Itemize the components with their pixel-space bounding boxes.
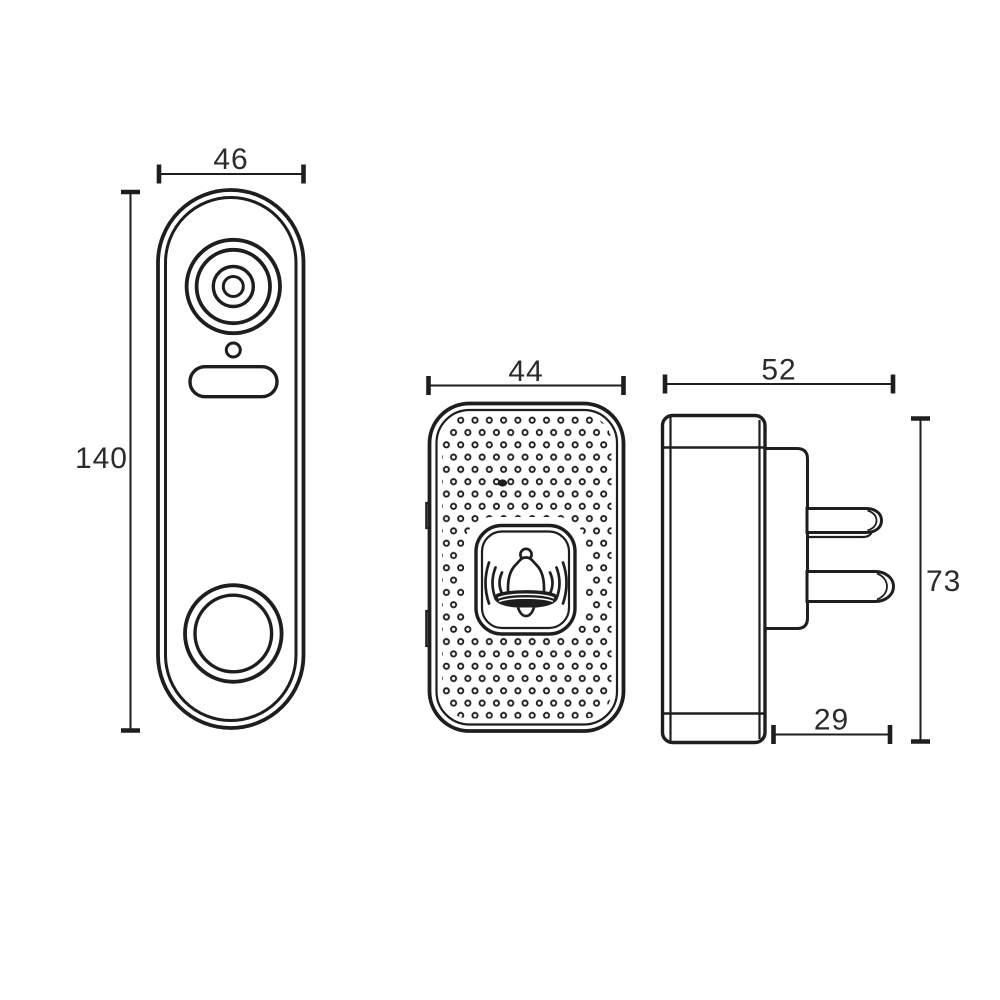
chime-side-body-outline: [660, 413, 767, 745]
dim-doorbell-height: 140: [75, 189, 140, 733]
doorbell-width-value: 46: [213, 143, 248, 176]
bell-skirt: [494, 590, 558, 608]
doorbell-button: [183, 583, 284, 684]
doorbell-indicator-dot: [224, 341, 242, 359]
plug-depth-value: 29: [814, 704, 849, 737]
doorbell-speaker-slot: [188, 365, 279, 399]
chime-bell-button-outline: [474, 523, 577, 636]
dim-chime-width: 44: [426, 355, 626, 395]
doorbell-faceplate-outline: [164, 196, 298, 722]
dim-doorbell-width: 46: [156, 143, 306, 184]
chime-led-hole: [497, 479, 508, 487]
sound-waves-right: [548, 561, 568, 605]
dim-plug-depth: 29: [771, 704, 893, 744]
doorbell-height-value: 140: [75, 442, 128, 475]
chime-faceplate-seam: [435, 408, 619, 726]
doorbell-front-view: [156, 188, 306, 730]
plug-prong-bottom: [805, 570, 896, 603]
sound-waves-left: [484, 561, 504, 605]
plug-prong-top: [805, 507, 884, 539]
dim-chime-height: 73: [911, 416, 961, 744]
dim-chime-depth: 52: [662, 354, 896, 394]
doorbell-body-outline: [156, 188, 306, 730]
plug-base-block: [763, 447, 809, 630]
chime-bell-button-inner: [480, 530, 571, 630]
bell-clapper: [516, 607, 536, 618]
bell-icon: [484, 547, 568, 618]
doorbell-camera-lens: [184, 237, 282, 336]
chime-side-view: [660, 413, 896, 745]
chime-width-value: 44: [508, 355, 543, 388]
bell-dome: [506, 556, 546, 595]
chime-depth-value: 52: [761, 354, 796, 387]
chime-front-view: [425, 401, 626, 733]
chime-height-value: 73: [926, 565, 961, 598]
